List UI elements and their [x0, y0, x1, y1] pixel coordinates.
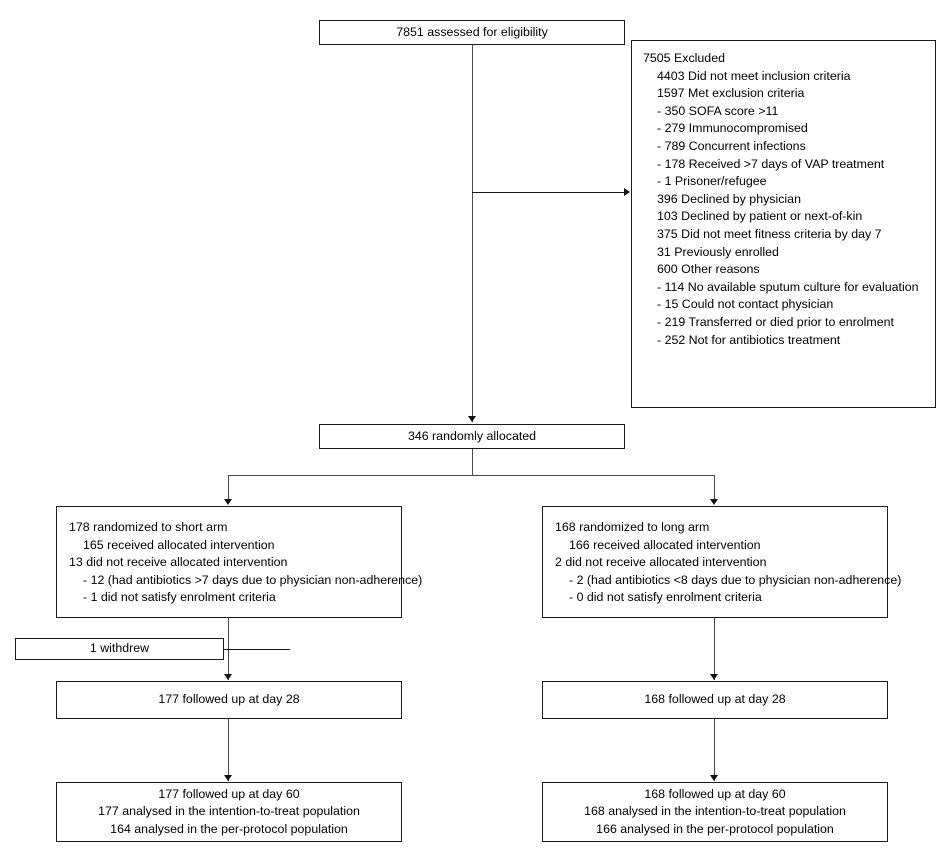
assessed-for-eligibility-box: 7851 assessed for eligibility [319, 20, 625, 45]
connector-randomized-down [471, 449, 473, 475]
arrow-into-long-final-box [710, 775, 718, 781]
withdrew-box: 1 withdrew [15, 638, 224, 660]
long-arm-allocation-line: 2 did not receive allocated intervention [555, 555, 767, 570]
arrow-into-long-arm-box [710, 499, 718, 505]
short-arm-allocation-line: 178 randomized to short arm [69, 520, 228, 534]
connector-long-arm-to-day28 [713, 618, 715, 680]
excluded-items-list: 4403 Did not meet inclusion criteria 159… [643, 68, 944, 350]
arrow-into-short-day28-box [224, 674, 232, 680]
randomly-allocated-box: 346 randomly allocated [319, 424, 625, 449]
short-arm-allocation-line: 13 did not receive allocated interventio… [69, 555, 288, 570]
connector-split-right [713, 475, 715, 500]
excluded-item: - 789 Concurrent infections [657, 138, 806, 153]
connector-split-horizontal [228, 474, 714, 476]
excluded-item: 375 Did not meet fitness criteria by day… [657, 226, 882, 241]
connector-split-left [227, 475, 229, 500]
long-arm-allocation-box: 168 randomized to long arm 166 received … [542, 506, 901, 618]
excluded-box: 7505 Excluded 4403 Did not meet inclusio… [631, 40, 936, 408]
connector-short-day28-to-final [227, 719, 229, 781]
randomly-allocated-label: 346 randomly allocated [407, 428, 537, 443]
long-arm-final-line: 168 followed up at day 60 [644, 786, 786, 801]
connector-long-day28-to-final [713, 719, 715, 781]
long-arm-final-line: 168 analysed in the intention-to-treat p… [584, 804, 846, 819]
excluded-item: 1597 Met exclusion criteria [657, 86, 805, 101]
excluded-item: 4403 Did not meet inclusion criteria [657, 68, 851, 83]
short-arm-day28-label: 177 followed up at day 28 [158, 692, 300, 707]
connector-assessed-to-randomized [471, 45, 473, 422]
long-arm-final-box: 168 followed up at day 60 168 analysed i… [542, 782, 888, 842]
short-arm-allocation-line: - 12 (had antibiotics >7 days due to phy… [83, 572, 423, 587]
assessed-for-eligibility-label: 7851 assessed for eligibility [396, 24, 548, 39]
arrow-into-randomized-box [467, 416, 476, 422]
short-arm-allocation-line: 165 received allocated intervention [83, 537, 275, 552]
long-arm-allocation-line: - 2 (had antibiotics <8 days due to phys… [569, 572, 902, 587]
short-arm-final-box: 177 followed up at day 60 177 analysed i… [56, 782, 402, 842]
excluded-heading: 7505 Excluded [643, 51, 725, 65]
long-arm-allocation-line: - 0 did not satisfy enrolment criteria [569, 590, 762, 605]
long-arm-day28-box: 168 followed up at day 28 [542, 681, 888, 719]
excluded-item: - 114 No available sputum culture for ev… [657, 279, 919, 294]
short-arm-final-line: 177 analysed in the intention-to-treat p… [98, 804, 360, 819]
excluded-item: - 350 SOFA score >11 [657, 103, 779, 118]
excluded-item: 103 Declined by patient or next-of-kin [657, 209, 863, 224]
long-arm-final-line: 166 analysed in the per-protocol populat… [596, 821, 834, 836]
excluded-item: - 15 Could not contact physician [657, 297, 834, 312]
short-arm-day28-box: 177 followed up at day 28 [56, 681, 402, 719]
withdrew-label: 1 withdrew [89, 641, 150, 656]
short-arm-final-line: 177 followed up at day 60 [158, 786, 300, 801]
connector-to-excluded [472, 191, 624, 193]
excluded-item: - 252 Not for antibiotics treatment [657, 332, 841, 347]
excluded-item: 31 Previously enrolled [657, 244, 779, 259]
excluded-item: 600 Other reasons [657, 262, 760, 277]
arrow-into-long-day28-box [710, 674, 718, 680]
excluded-item: - 1 Prisoner/refugee [657, 174, 767, 189]
long-arm-allocation-line: 168 randomized to long arm [555, 520, 710, 534]
long-arm-day28-label: 168 followed up at day 28 [644, 692, 786, 707]
arrow-into-short-final-box [224, 775, 232, 781]
excluded-item: 396 Declined by physician [657, 191, 801, 206]
short-arm-allocation-box: 178 randomized to short arm 165 received… [56, 506, 422, 618]
excluded-item: - 178 Received >7 days of VAP treatment [657, 156, 885, 171]
short-arm-allocation-line: - 1 did not satisfy enrolment criteria [83, 590, 276, 605]
excluded-item: - 279 Immunocompromised [657, 121, 808, 136]
long-arm-allocation-line: 166 received allocated intervention [569, 537, 761, 552]
arrow-into-short-arm-box [224, 499, 232, 505]
excluded-item: - 219 Transferred or died prior to enrol… [657, 314, 894, 329]
short-arm-final-line: 164 analysed in the per-protocol populat… [110, 821, 348, 836]
arrow-into-excluded-box [624, 188, 630, 196]
connector-to-withdrew [224, 648, 290, 650]
